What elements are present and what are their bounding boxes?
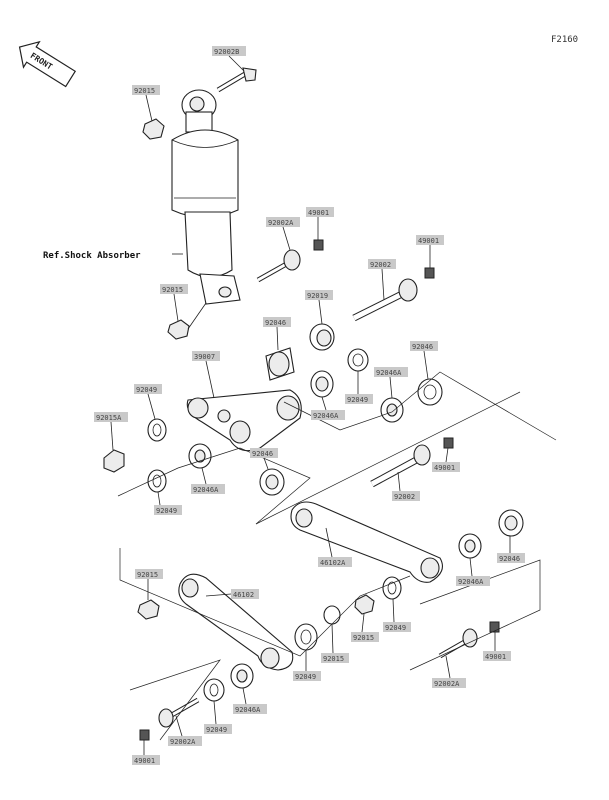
label-92015-b: 92015 <box>351 613 379 642</box>
collar-92015-b <box>323 605 341 625</box>
svg-text:49001: 49001 <box>485 653 506 661</box>
grease-nipple-49001-d <box>489 621 500 633</box>
svg-text:92049: 92049 <box>136 386 157 394</box>
svg-text:92046: 92046 <box>499 555 520 563</box>
label-92002a-right: 92002A <box>432 655 466 688</box>
shock-absorber <box>171 89 241 305</box>
svg-text:49001: 49001 <box>134 757 155 765</box>
grease-nipple-49001-a <box>313 239 324 251</box>
label-92049-d: 92049 <box>383 598 411 632</box>
svg-text:92049: 92049 <box>347 396 368 404</box>
svg-text:49001: 49001 <box>434 464 455 472</box>
label-92046a-b: 92046A <box>311 396 345 420</box>
label-92049-b: 92049 <box>134 384 162 420</box>
label-92015-mid: 92015 <box>160 284 188 322</box>
label-92015-c: 92015 <box>321 623 349 663</box>
label-92015-top: 92015 <box>132 85 160 122</box>
label-92049-e: 92049 <box>293 650 321 681</box>
svg-text:92049: 92049 <box>156 507 177 515</box>
svg-text:92002A: 92002A <box>434 680 460 688</box>
nut-92015a <box>103 449 125 473</box>
rocker-arm-39007 <box>186 389 302 452</box>
svg-text:92046A: 92046A <box>235 706 261 714</box>
svg-text:92002A: 92002A <box>170 738 196 746</box>
svg-text:92002: 92002 <box>394 493 415 501</box>
nut-92015-low <box>137 599 160 620</box>
bolt-92002-lower <box>370 444 431 488</box>
svg-text:92002: 92002 <box>370 261 391 269</box>
svg-text:92015: 92015 <box>353 634 374 642</box>
ref-shock-absorber-label: Ref.Shock Absorber <box>43 251 141 261</box>
svg-text:92046: 92046 <box>265 319 286 327</box>
svg-text:46102A: 46102A <box>320 559 346 567</box>
label-92002-lower: 92002 <box>392 471 420 501</box>
label-92049-c: 92049 <box>154 491 182 515</box>
bearing-92046-a <box>265 347 295 381</box>
label-39007: 39007 <box>192 351 220 399</box>
label-92046-d: 92046 <box>497 536 525 563</box>
label-92002a-bottom: 92002A <box>168 715 202 746</box>
svg-text:92046A: 92046A <box>458 578 484 586</box>
label-92046-c: 92046 <box>250 448 278 470</box>
svg-text:92046A: 92046A <box>376 369 402 377</box>
label-49001-e: 49001 <box>132 740 160 765</box>
link-46102a <box>290 501 443 583</box>
label-92002b: 92002B <box>212 46 246 72</box>
nut-92015-mid <box>167 319 190 340</box>
svg-text:92046: 92046 <box>252 450 273 458</box>
nut-92015-top <box>142 118 165 140</box>
grease-nipple-49001-c <box>443 437 454 449</box>
label-46102a: 46102A <box>318 527 352 567</box>
svg-text:92046A: 92046A <box>193 486 219 494</box>
label-92002-upper: 92002 <box>368 259 396 301</box>
grease-nipple-49001-e <box>139 729 150 741</box>
link-46102 <box>178 573 294 671</box>
collar-92019 <box>309 323 335 351</box>
svg-text:92046: 92046 <box>412 343 433 351</box>
svg-text:39007: 39007 <box>194 353 215 361</box>
front-arrow-icon: FRONT <box>18 40 77 88</box>
svg-text:92015: 92015 <box>137 571 158 579</box>
label-92046a-d: 92046A <box>456 557 490 586</box>
label-92046a-a: 92046A <box>374 367 408 399</box>
svg-text:92015: 92015 <box>323 655 344 663</box>
svg-text:92015: 92015 <box>162 286 183 294</box>
bolt-92002-upper <box>352 278 418 322</box>
svg-text:92049: 92049 <box>295 673 316 681</box>
label-92049-f: 92049 <box>204 700 232 734</box>
svg-text:92002A: 92002A <box>268 219 294 227</box>
svg-text:92049: 92049 <box>206 726 227 734</box>
label-92015a: 92015A <box>94 412 128 451</box>
label-46102: 46102 <box>205 589 259 599</box>
svg-text:92015A: 92015A <box>96 414 122 422</box>
label-49001-b: 49001 <box>416 235 444 268</box>
label-49001-d: 49001 <box>483 632 511 661</box>
label-49001-a: 49001 <box>306 207 334 240</box>
label-92019: 92019 <box>305 290 333 325</box>
label-49001-c: 49001 <box>432 447 460 472</box>
label-92015-low: 92015 <box>135 569 163 600</box>
svg-text:49001: 49001 <box>308 209 329 217</box>
grease-nipple-49001-b <box>424 267 435 279</box>
svg-text:92002B: 92002B <box>214 48 239 56</box>
bolt-92002a-right <box>438 628 478 659</box>
svg-text:92049: 92049 <box>385 624 406 632</box>
label-92049-a: 92049 <box>345 371 373 404</box>
label-92046a-c: 92046A <box>191 467 225 494</box>
bolt-92002b <box>216 67 257 93</box>
svg-text:92015: 92015 <box>134 87 155 95</box>
bolt-92002a-top <box>256 249 301 283</box>
label-92002a-top: 92002A <box>266 217 300 251</box>
label-92046-a: 92046 <box>263 317 291 351</box>
svg-text:92019: 92019 <box>307 292 328 300</box>
svg-text:49001: 49001 <box>418 237 439 245</box>
label-92046-b: 92046 <box>410 341 438 380</box>
figure-code: F2160 <box>551 35 578 45</box>
svg-text:92046A: 92046A <box>313 412 339 420</box>
nut-92015-c <box>354 594 375 615</box>
label-92046a-e: 92046A <box>233 687 267 714</box>
svg-text:46102: 46102 <box>233 591 254 599</box>
assembly-lines <box>117 371 557 741</box>
